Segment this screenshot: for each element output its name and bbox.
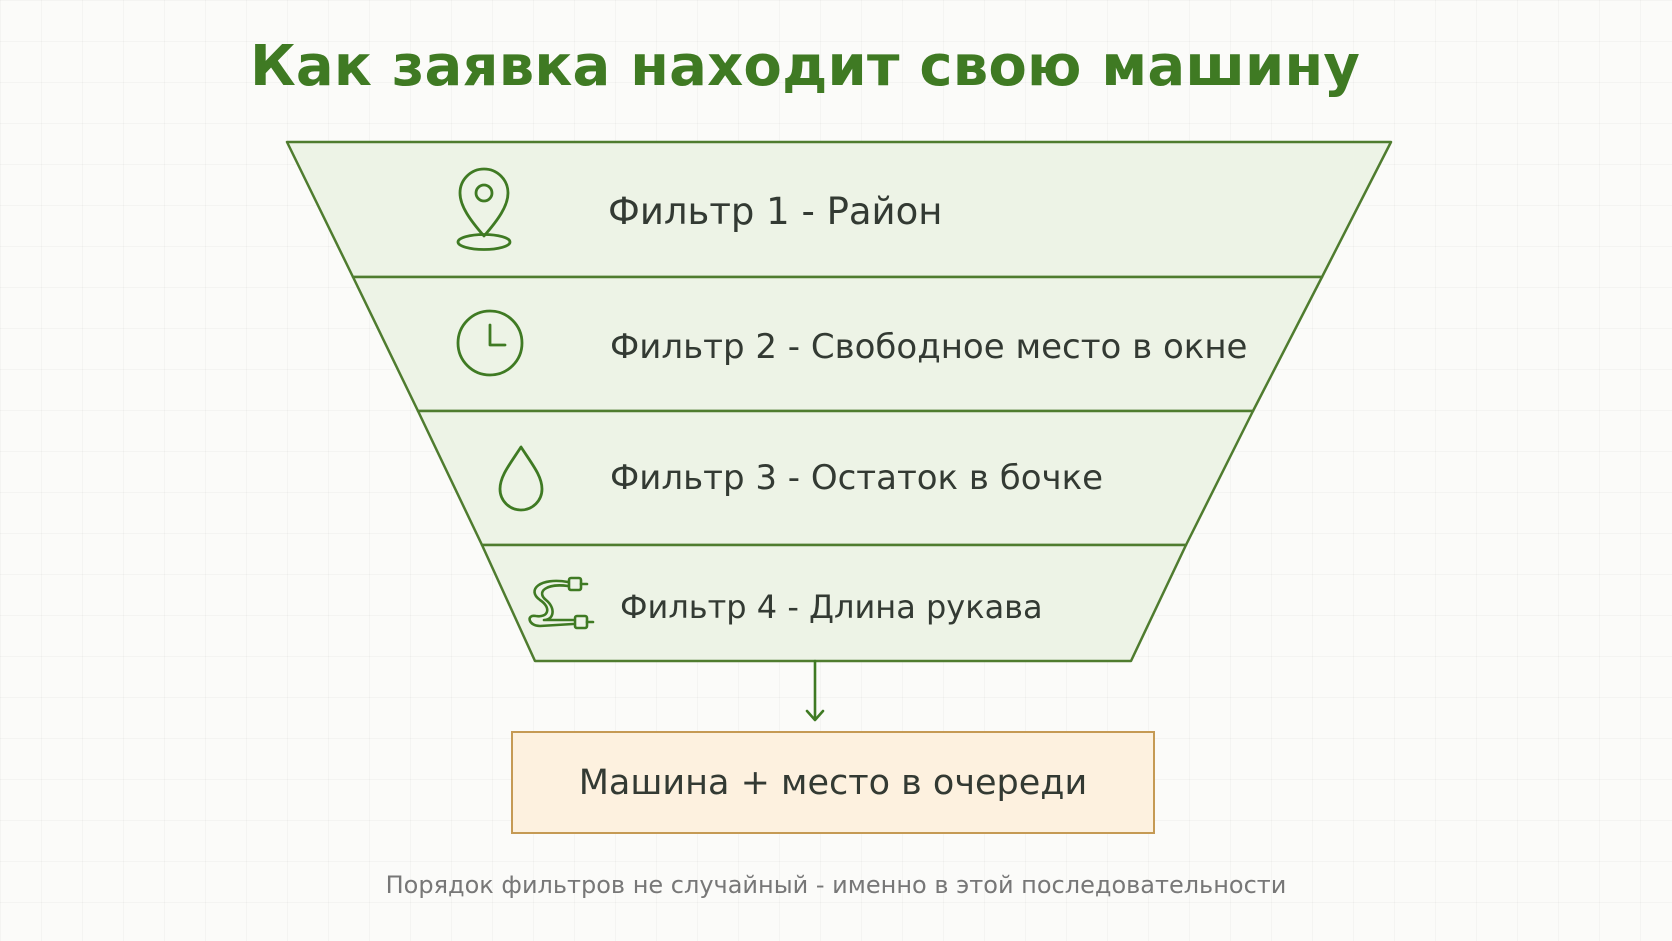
diagram-title: Как заявка находит свою машину bbox=[249, 34, 1361, 99]
result-box: Машина + место в очереди bbox=[511, 731, 1155, 834]
hose-icon bbox=[528, 576, 595, 630]
funnel-stage-4-label: Фильтр 4 - Длина рукава bbox=[620, 588, 1043, 626]
clock-icon bbox=[456, 309, 524, 377]
funnel-stage-1-label: Фильтр 1 - Район bbox=[608, 190, 943, 233]
funnel-stage-4 bbox=[480, 543, 1188, 663]
funnel-stage-3-label: Фильтр 3 - Остаток в бочке bbox=[610, 458, 1104, 498]
footnote: Порядок фильтров не случайный - именно в… bbox=[385, 871, 1287, 899]
result-label: Машина + место в очереди bbox=[578, 762, 1088, 803]
funnel-stage-2-label: Фильтр 2 - Свободное место в окне bbox=[610, 327, 1248, 367]
funnel-arrow bbox=[805, 659, 825, 722]
location-pin-icon bbox=[456, 167, 512, 251]
droplet-icon bbox=[498, 445, 544, 512]
